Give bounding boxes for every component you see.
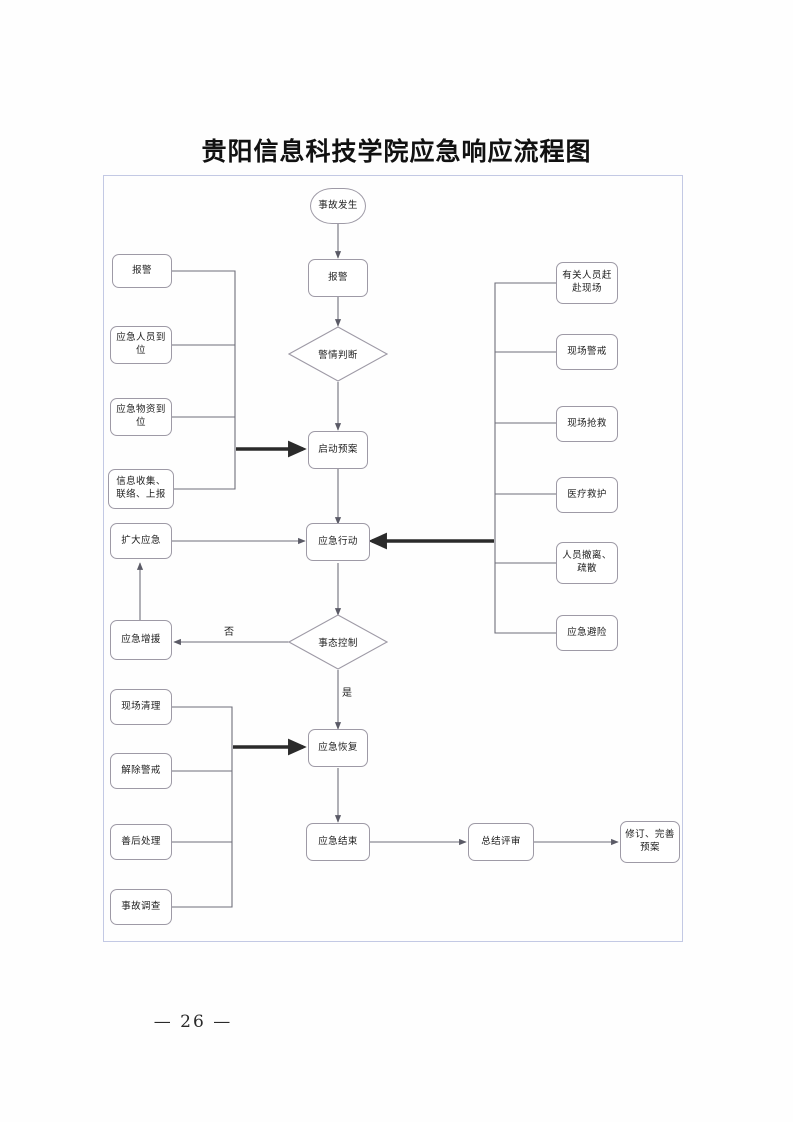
edge-label-yes: 是: [342, 688, 352, 699]
diamond-shape: [288, 614, 388, 670]
node-medical-aid[interactable]: 医疗救护: [556, 477, 618, 513]
node-staff-in-place[interactable]: 应急人员到 位: [110, 326, 172, 364]
node-judge-label: 警情判断: [318, 350, 358, 361]
node-supplies-in-place[interactable]: 应急物资到 位: [110, 398, 172, 436]
node-expand-emergency[interactable]: 扩大应急: [110, 523, 172, 559]
node-accident-investigation[interactable]: 事故调查: [110, 889, 172, 925]
page-number: — 26 —: [153, 1012, 233, 1032]
flowchart-frame: [103, 175, 683, 942]
node-evacuation[interactable]: 人员撤离、 疏散: [556, 542, 618, 584]
edge-label-no: 否: [224, 627, 234, 638]
node-site-rescue[interactable]: 现场抢救: [556, 406, 618, 442]
node-alarm-left[interactable]: 报警: [112, 254, 172, 288]
node-emergency-end[interactable]: 应急结束: [306, 823, 370, 861]
node-alarm-center[interactable]: 报警: [308, 259, 368, 297]
node-aftermath-handling[interactable]: 善后处理: [110, 824, 172, 860]
node-site-cleanup[interactable]: 现场清理: [110, 689, 172, 725]
node-personnel-to-site[interactable]: 有关人员赶 赴现场: [556, 262, 618, 304]
node-emergency-action[interactable]: 应急行动: [306, 523, 370, 561]
node-lift-cordon[interactable]: 解除警戒: [110, 753, 172, 789]
node-emergency-shelter[interactable]: 应急避险: [556, 615, 618, 651]
node-emergency-recovery[interactable]: 应急恢复: [308, 729, 368, 767]
diamond-shape: [288, 326, 388, 382]
node-emergency-reinforcement[interactable]: 应急增援: [110, 620, 172, 660]
node-incident[interactable]: 事故发生: [310, 188, 366, 224]
node-activate-plan[interactable]: 启动预案: [308, 431, 368, 469]
node-situation-controlled-decision[interactable]: 事态控制: [288, 614, 388, 670]
node-controlled-label: 事态控制: [318, 638, 358, 649]
node-judge-decision[interactable]: 警情判断: [288, 326, 388, 382]
node-summary-review[interactable]: 总结评审: [468, 823, 534, 861]
node-revise-plan[interactable]: 修订、完善 预案: [620, 821, 680, 863]
node-info-collection[interactable]: 信息收集、 联络、上报: [108, 469, 174, 509]
page-title: 贵阳信息科技学院应急响应流程图: [201, 137, 592, 166]
node-site-cordon[interactable]: 现场警戒: [556, 334, 618, 370]
